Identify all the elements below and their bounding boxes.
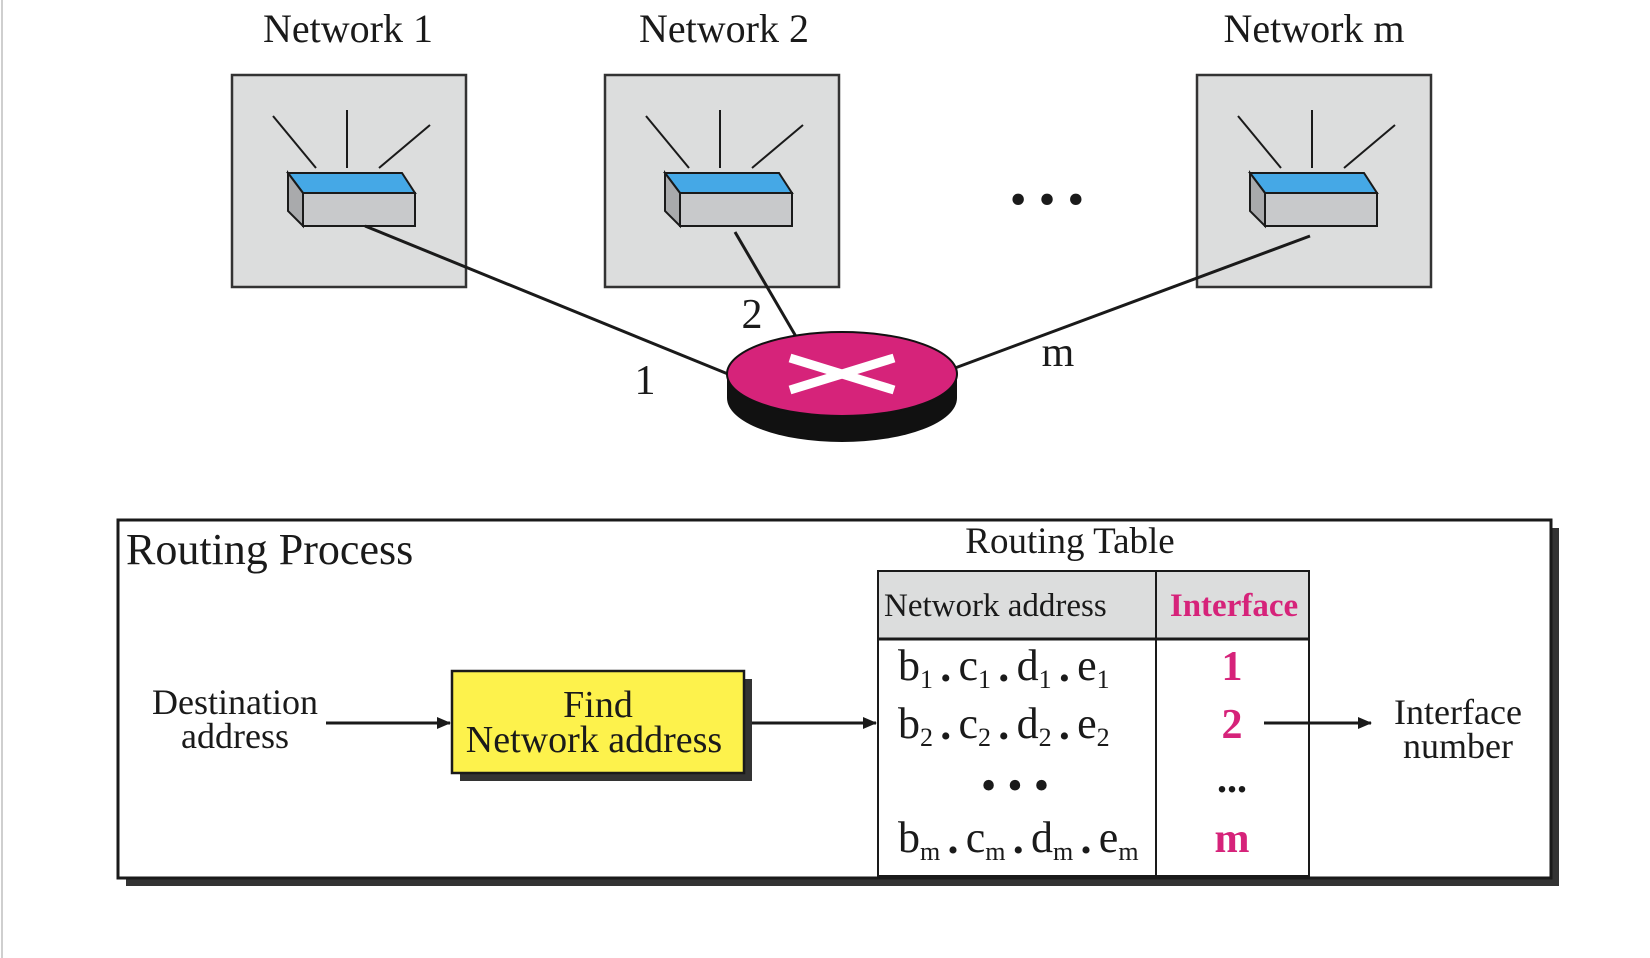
switch-m-icon bbox=[1237, 110, 1396, 229]
network-2: Network 2 bbox=[603, 6, 841, 289]
destination-label-line-1: Destination bbox=[152, 682, 318, 722]
output-label-line-1: Interface bbox=[1394, 692, 1522, 732]
row-4-interface: m bbox=[1215, 816, 1250, 862]
router-icon bbox=[726, 331, 958, 442]
network-m-label: Network m bbox=[1223, 6, 1404, 51]
network-ellipsis: • • • bbox=[1010, 173, 1084, 226]
link-2-label: 2 bbox=[742, 292, 763, 338]
row-3-ellipsis: • • • bbox=[981, 761, 1049, 810]
routing-process-panel: Routing Process bbox=[116, 518, 1559, 886]
network-1: Network 1 bbox=[230, 6, 468, 289]
switch-1-icon bbox=[272, 110, 431, 229]
link-m bbox=[954, 234, 1311, 370]
destination-label-line-2: address bbox=[181, 716, 289, 756]
row-1-address: b1 • c1 • d1 • e1 bbox=[898, 641, 1110, 695]
link-2 bbox=[733, 231, 800, 341]
header-interface: Interface bbox=[1170, 588, 1298, 624]
switch-2-icon bbox=[645, 110, 804, 229]
find-network-address-box: Find Network address bbox=[450, 669, 752, 781]
row-1-interface: 1 bbox=[1222, 644, 1243, 690]
routing-table: Network address Interface b1 • c1 • d1 •… bbox=[877, 570, 1310, 877]
network-m: Network m bbox=[1195, 6, 1433, 289]
header-network-address: Network address bbox=[884, 588, 1107, 624]
link-m-label: m bbox=[1042, 330, 1075, 376]
row-2-address: b2 • c2 • d2 • e2 bbox=[898, 699, 1110, 753]
routing-table-header-bg bbox=[877, 570, 1310, 640]
row-3-interface: ... bbox=[1217, 756, 1247, 801]
routing-table-rows: b1 • c1 • d1 • e1 1 b2 • c2 • d2 • e2 2 • • … bbox=[898, 641, 1250, 867]
find-box-line-2: Network address bbox=[466, 719, 722, 761]
routing-table-body bbox=[877, 638, 1310, 877]
find-box-line-1: Find bbox=[563, 684, 633, 726]
network-2-label: Network 2 bbox=[639, 6, 809, 51]
network-1-label: Network 1 bbox=[263, 6, 433, 51]
routing-table-title: Routing Table bbox=[965, 521, 1174, 562]
link-1 bbox=[364, 224, 729, 376]
row-2-interface: 2 bbox=[1222, 702, 1243, 748]
routing-process-title: Routing Process bbox=[126, 525, 413, 574]
output-label-line-2: number bbox=[1403, 726, 1513, 766]
link-1-label: 1 bbox=[635, 358, 656, 404]
row-4-address: bm • cm • dm • em bbox=[898, 813, 1139, 867]
